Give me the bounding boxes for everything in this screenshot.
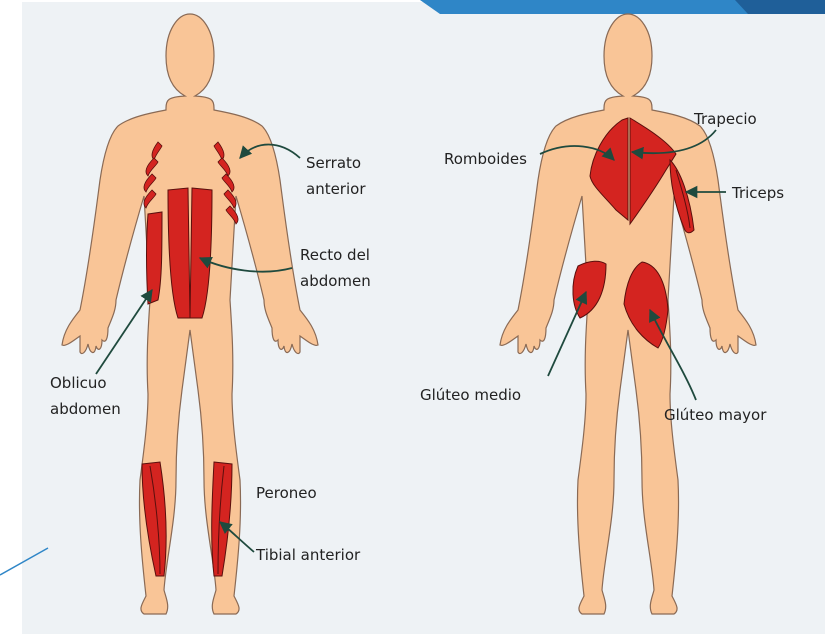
label-trapecio: Trapecio: [693, 110, 757, 128]
label-serrato-2: anterior: [306, 180, 366, 198]
label-tibial: Tibial anterior: [255, 546, 361, 564]
corner-accent-dark: [735, 0, 825, 14]
oblicuo-abdomen: [147, 212, 163, 304]
label-triceps: Triceps: [731, 184, 784, 202]
label-serrato-1: Serrato: [306, 154, 361, 172]
label-gluteo-mayor: Glúteo mayor: [664, 406, 767, 424]
label-recto-1: Recto del: [300, 246, 370, 264]
label-oblicuo-2: abdomen: [50, 400, 121, 418]
label-romboides: Romboides: [444, 150, 527, 168]
label-oblicuo-1: Oblicuo: [50, 374, 107, 392]
label-gluteo-medio: Glúteo medio: [420, 386, 521, 404]
label-peroneo: Peroneo: [256, 484, 317, 502]
label-recto-2: abdomen: [300, 272, 371, 290]
